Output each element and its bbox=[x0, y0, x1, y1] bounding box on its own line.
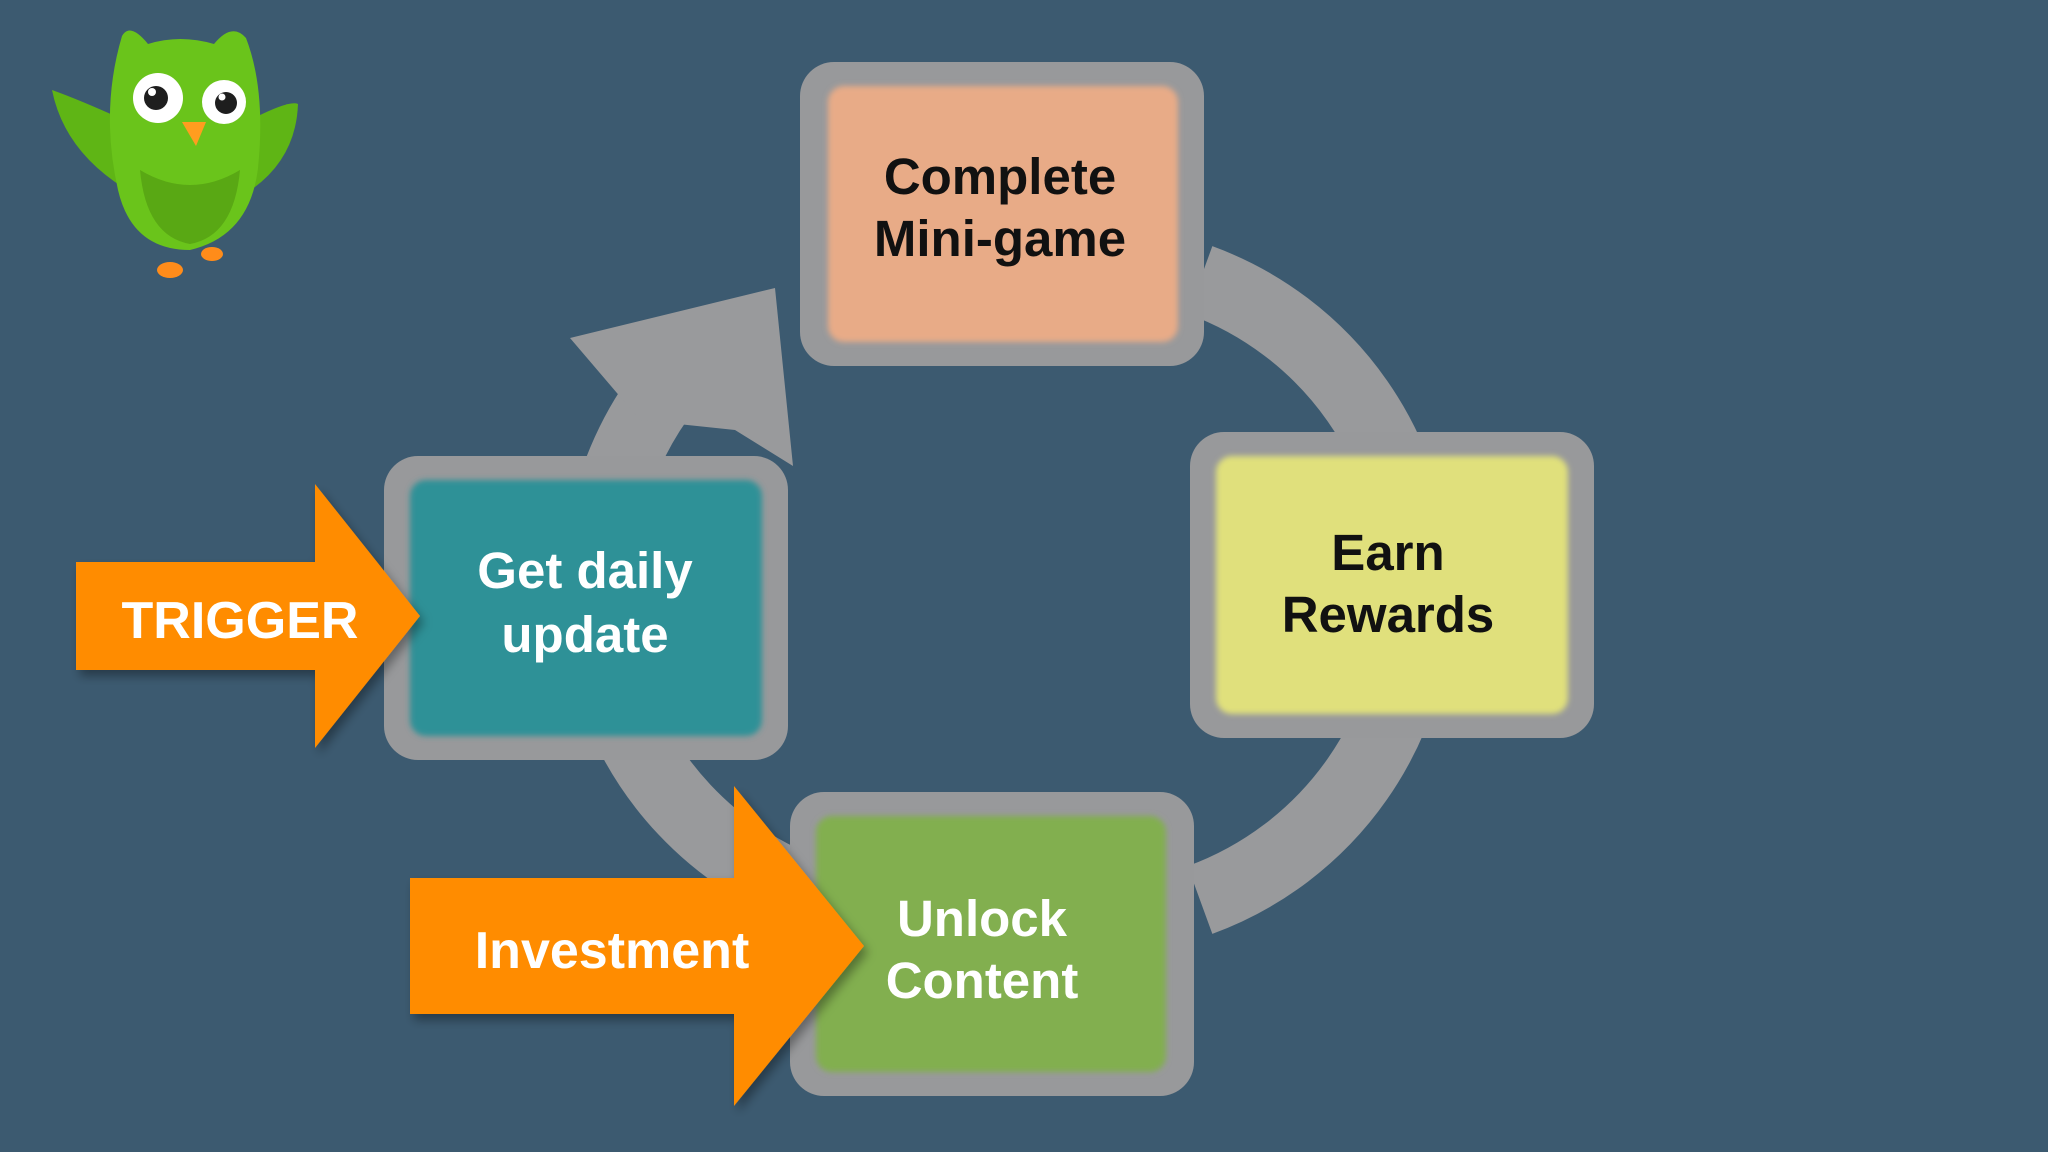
trigger-arrow: TRIGGER bbox=[76, 484, 420, 748]
step-unlock-content: Unlock Content bbox=[790, 792, 1194, 1096]
owl-right-pupil bbox=[215, 92, 237, 114]
step-label-line1: Complete bbox=[884, 148, 1116, 205]
step-fill bbox=[828, 86, 1178, 342]
step-fill bbox=[816, 816, 1166, 1072]
step-get-daily-update: Get daily update bbox=[384, 456, 788, 760]
owl-left-foot bbox=[157, 262, 183, 278]
owl-belly bbox=[140, 170, 240, 244]
step-label-line1: Get daily bbox=[477, 542, 693, 599]
trigger-label: TRIGGER bbox=[122, 592, 359, 650]
owl-left-pupil bbox=[144, 86, 168, 110]
owl-left-glint bbox=[148, 88, 156, 96]
investment-label: Investment bbox=[475, 922, 750, 980]
step-fill bbox=[1216, 456, 1568, 714]
investment-arrow: Investment bbox=[410, 786, 864, 1106]
step-label-line2: update bbox=[501, 606, 668, 663]
owl-beak bbox=[182, 122, 206, 146]
owl-right-glint bbox=[218, 93, 226, 101]
investment-arrow-shape bbox=[410, 786, 864, 1106]
step-label-line2: Mini-game bbox=[874, 210, 1126, 267]
step-label-line1: Unlock bbox=[897, 890, 1068, 947]
owl-right-foot bbox=[201, 247, 223, 261]
step-earn-rewards: Earn Rewards bbox=[1190, 432, 1594, 738]
step-label-line2: Rewards bbox=[1282, 586, 1495, 643]
step-complete-mini-game: Complete Mini-game bbox=[800, 62, 1204, 366]
owl-left-wing bbox=[52, 90, 124, 188]
step-label-line2: Content bbox=[886, 952, 1079, 1009]
trigger-arrow-shape bbox=[76, 484, 420, 748]
ring-arrowhead bbox=[570, 288, 793, 466]
owl-mascot-icon bbox=[52, 30, 298, 278]
step-fill bbox=[410, 480, 762, 736]
owl-right-wing bbox=[248, 103, 298, 192]
step-label-line1: Earn bbox=[1331, 524, 1444, 581]
